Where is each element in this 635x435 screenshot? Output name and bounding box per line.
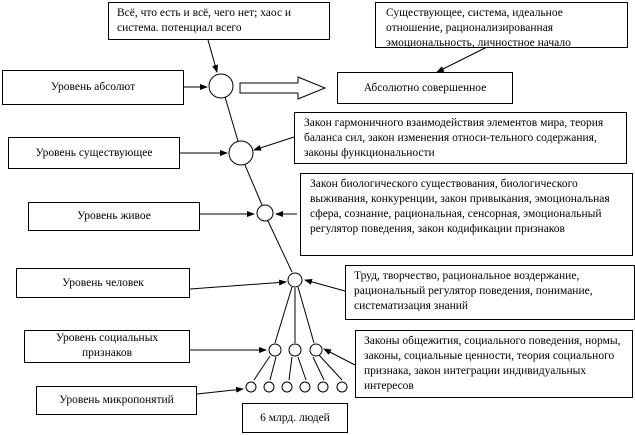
outcome-label: 6 млрд. людей <box>260 411 330 424</box>
level-label: Уровень человек <box>62 276 144 289</box>
description-text: Закон гармоничного взаимодействия элемен… <box>304 117 604 159</box>
arrow-existing-desc <box>253 136 295 151</box>
arrow-human <box>189 279 287 290</box>
node-social <box>268 343 282 357</box>
hollow-arrow-icon <box>239 76 327 100</box>
node-living <box>256 204 274 222</box>
node-social <box>288 343 302 357</box>
level-label: Уровень абсолют <box>50 81 136 93</box>
level-box-existing: Уровень существующее <box>8 137 180 169</box>
description-text: Законы общежития, социального поведения,… <box>364 335 621 392</box>
node-micro <box>245 381 257 393</box>
level-box-social: Уровень социальных признаков <box>24 330 190 363</box>
level-box-living: Уровень живое <box>28 202 200 231</box>
tree-branch <box>253 355 271 381</box>
level-box-micro: Уровень микропонятий <box>36 386 197 415</box>
arrow-top-desc <box>207 39 218 73</box>
level-box-absolute: Уровень абсолют <box>2 70 184 105</box>
node-social <box>309 343 323 357</box>
level-label: Уровень социальных признаков <box>55 332 159 359</box>
level-box-human: Уровень человек <box>16 268 190 298</box>
level-label: Уровень живое <box>77 210 151 222</box>
tree-branch <box>318 354 343 381</box>
spine-line <box>267 220 293 273</box>
description-box-living: Закон биологического существования, биол… <box>300 173 633 256</box>
description-box-human: Труд, творчество, рациональное воздержан… <box>345 265 635 320</box>
tree-branch <box>269 356 277 381</box>
arrow-micro <box>196 386 244 395</box>
outcome-label: Абсолютно совершенное <box>363 81 487 94</box>
node-micro <box>263 381 275 393</box>
description-text: Закон биологического существования, биол… <box>310 178 610 235</box>
outcome-box-perfect: Абсолютно совершенное <box>337 72 513 104</box>
tree-branch <box>274 286 293 344</box>
description-box-perfect: Существующее, система, идеальное отношен… <box>375 2 628 48</box>
tree-branch <box>312 356 325 381</box>
description-text: Существующее, система, идеальное отношен… <box>386 7 571 48</box>
arrow-social-desc <box>323 348 356 366</box>
description-text: Всё, что есть и всё, чего нет; хаос и си… <box>117 7 292 34</box>
tree-branch <box>297 286 315 344</box>
node-micro <box>299 381 311 393</box>
node-micro <box>336 381 348 393</box>
node-human <box>287 272 303 288</box>
spine-line <box>224 96 239 142</box>
tree-branch <box>297 356 307 381</box>
node-absolute <box>208 73 234 99</box>
description-box-existing: Закон гармоничного взаимодействия элемен… <box>294 112 627 164</box>
spine-line <box>244 164 263 206</box>
outcome-box-people: 6 млрд. людей <box>242 403 348 433</box>
description-box-absolute: Всё, что есть и всё, чего нет; хаос и си… <box>108 2 330 40</box>
node-existing <box>228 140 254 166</box>
description-text: Труд, творчество, рациональное воздержан… <box>354 270 593 312</box>
description-box-social: Законы общежития, социального поведения,… <box>355 330 633 398</box>
node-micro <box>317 381 329 393</box>
level-label: Уровень существующее <box>35 146 153 159</box>
level-label: Уровень микропонятий <box>59 394 174 406</box>
arrow-perfect-note <box>436 46 488 73</box>
node-micro <box>281 381 293 393</box>
arrow-human-desc <box>304 278 346 292</box>
tree-branch <box>288 356 293 381</box>
